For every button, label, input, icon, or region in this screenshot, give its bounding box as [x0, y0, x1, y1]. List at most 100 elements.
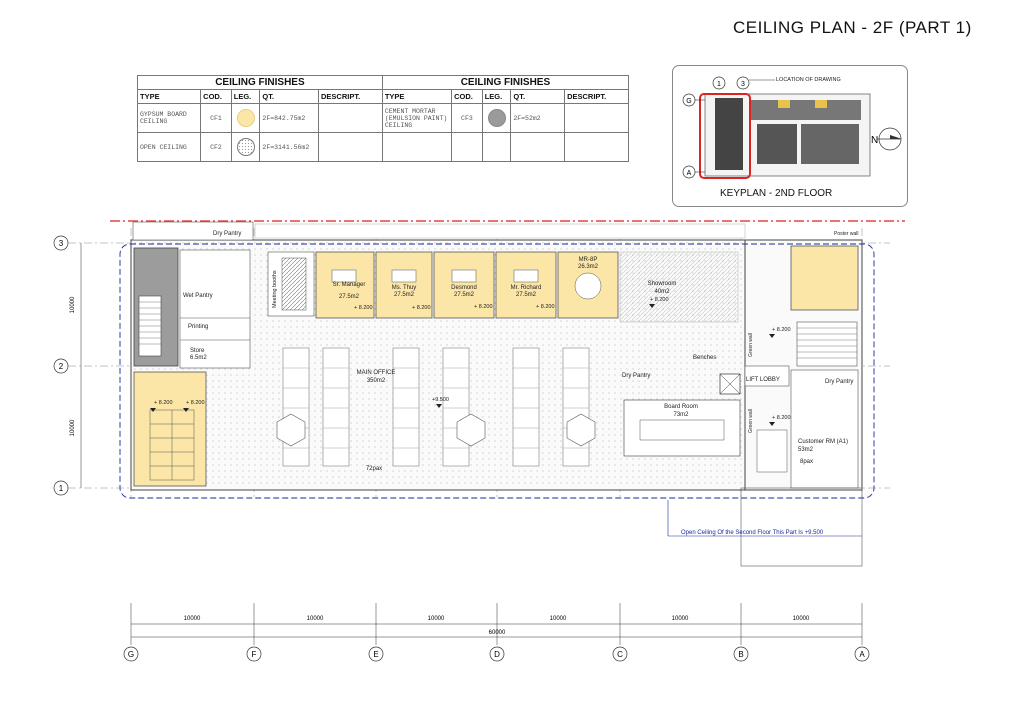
stair-flight [138, 295, 162, 357]
col-type: TYPE [136, 89, 202, 104]
stair-core [133, 247, 179, 367]
grid-col-label: D [494, 650, 500, 659]
finish-descr [318, 103, 383, 133]
dotted-swatch-icon [236, 138, 255, 156]
finish-qty: 2F=842.75m2 [259, 103, 320, 133]
pod-workstations [276, 413, 596, 447]
annex-outline-lower [740, 487, 863, 567]
finish-empty [451, 132, 483, 162]
room-label: Poster wall [834, 231, 858, 237]
keyplan-grid-label: 3 [741, 81, 745, 88]
col-dim: 10000 [793, 616, 810, 622]
room-label: Wet Pantry [183, 293, 213, 299]
page-title: CEILING PLAN - 2F (PART 1) [733, 18, 972, 37]
meeting-booths [267, 251, 315, 317]
finish-empty [510, 132, 566, 162]
finish-qty: 2F=52m2 [510, 103, 566, 133]
grid-col-label: G [128, 650, 134, 659]
col-descript: DESCRIPT. [318, 89, 383, 104]
yellow-swatch-icon [236, 109, 255, 127]
keyplan-grid-label: G [686, 98, 691, 105]
desk-clusters [282, 347, 590, 467]
room-label: Meeting booths [272, 270, 278, 308]
finish-type: OPEN CEILING [136, 132, 202, 162]
planter-strip [254, 223, 746, 239]
customer-rm-area [790, 369, 859, 489]
room-area: 53m2 [798, 447, 814, 453]
finish-descr [318, 132, 383, 162]
level-marker: + 8.200 [772, 327, 791, 333]
col-descript: DESCRIPT. [564, 89, 629, 104]
grid-col-label: C [617, 650, 623, 659]
room-label: MR-8P [579, 257, 598, 263]
open-ceiling-boundary [119, 243, 875, 499]
col-type: TYPE [381, 89, 453, 104]
finish-code: CF2 [200, 132, 232, 162]
ceiling-finishes-table: CEILING FINISHES CEILING FINISHES TYPE C… [136, 75, 630, 162]
room-label: Green wall [748, 409, 754, 433]
room-label: Mr. Richard [511, 285, 542, 291]
room-label: Ms. Thuy [392, 285, 417, 291]
room-pax: 8pax [800, 459, 813, 465]
room-label: Showroom [648, 281, 677, 287]
keyplan-drawing: 1 3 G A N [682, 76, 902, 179]
room-area: 27.5m2 [394, 292, 415, 298]
room-area: 27.5m2 [454, 292, 475, 298]
finish-descr [564, 103, 629, 133]
room-label: MAIN OFFICE [357, 370, 396, 376]
grid-col-label: B [738, 650, 743, 659]
grid-col-label: F [252, 650, 257, 659]
room-label: LIFT LOBBY [746, 377, 780, 383]
level-marker: + 8.200 [186, 400, 205, 406]
keyplan-location-note: LOCATION OF DRAWING [776, 77, 841, 83]
col-leg: LEG. [481, 89, 512, 104]
level-marker: +9.500 [432, 397, 449, 403]
room-label: Printing [188, 324, 208, 330]
room-area: 6.5m2 [190, 355, 207, 361]
room-area: 40m2 [654, 289, 670, 295]
north-label: N [871, 135, 878, 146]
room-label: Dry Pantry [825, 379, 853, 385]
level-marker: + 8.200 [412, 305, 431, 311]
col-dim: 10000 [428, 616, 445, 622]
finish-legend [230, 103, 261, 133]
row-dim: 10000 [70, 296, 76, 313]
showroom-room [619, 251, 739, 323]
col-dim: 10000 [550, 616, 567, 622]
col-dim: 10000 [672, 616, 689, 622]
room-area: 73m2 [673, 412, 689, 418]
room-label: Green wall [748, 333, 754, 357]
finish-legend [481, 103, 512, 133]
col-dim: 10000 [184, 616, 201, 622]
room-label: Benches [693, 355, 716, 361]
finish-legend [230, 132, 261, 162]
col-qt: QT. [510, 89, 566, 104]
level-marker: + 8.200 [650, 297, 669, 303]
grid-row-label: 2 [59, 362, 64, 371]
col-leg: LEG. [230, 89, 261, 104]
keyplan-label: KEYPLAN - 2ND FLOOR [720, 188, 833, 199]
room-label: Desmond [451, 285, 477, 291]
room-label: Board Room [664, 404, 698, 410]
building-annex [744, 239, 863, 491]
col-cod: COD. [200, 89, 232, 104]
level-marker: + 8.200 [474, 304, 493, 310]
keyplan-box: 1 3 G A N [672, 65, 908, 207]
keyplan-grid-label: A [687, 170, 692, 177]
finish-type: CEMENT MORTAR (EMULSION PAINT) CEILING [381, 103, 453, 133]
board-room-area [623, 399, 741, 457]
level-marker: + 8.200 [154, 400, 173, 406]
room-pax: 72pax [366, 466, 382, 472]
grid-col-label: E [373, 650, 378, 659]
row-dim: 10000 [70, 419, 76, 436]
col-qt: QT. [259, 89, 320, 104]
right-stair [796, 321, 858, 367]
level-marker: + 8.200 [354, 305, 373, 311]
lift-shaft [719, 373, 741, 395]
manager-offices [315, 251, 619, 319]
toilet-block-left [133, 371, 207, 487]
finish-empty [481, 132, 512, 162]
lift-lobby-area [744, 365, 790, 387]
col-dim: 10000 [307, 616, 324, 622]
keyplan-grid-label: 1 [717, 81, 721, 88]
